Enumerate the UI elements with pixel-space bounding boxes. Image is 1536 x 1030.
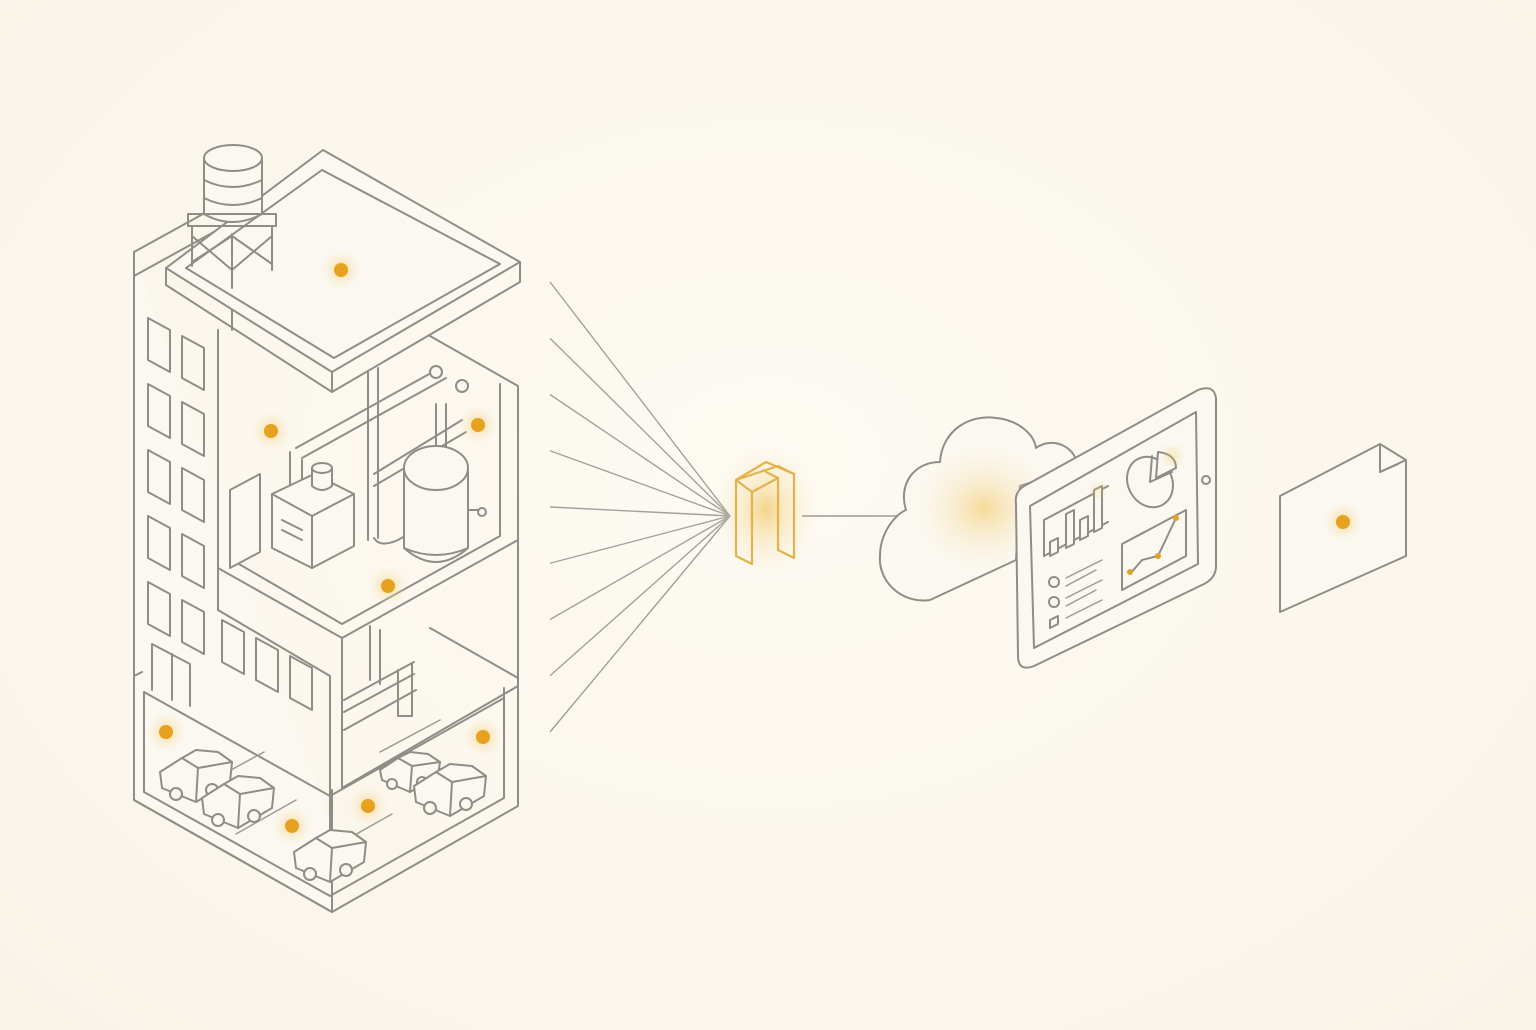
sensor-dot-icon [285,819,299,833]
sensor-connection-line [549,393,731,517]
mechanical-room [217,329,519,831]
sensor-connection-line [549,337,731,517]
sensor-dot-icon [471,418,485,432]
sensor-dot-icon [159,725,173,739]
sensor-dot-icon [264,424,278,438]
sensor-dot-icon [476,730,490,744]
sensor-connection-line [549,515,731,621]
dashboard-bar-chart [1043,485,1109,557]
sensor-connection-line [549,506,731,517]
sensor-dot-icon [1336,515,1350,529]
sensor-connection-line [549,515,731,564]
dashboard-pie-chart [1126,451,1177,509]
sensor-connection-line [549,515,731,677]
water-tower-icon [187,144,277,289]
tablet-dashboard-icon [1014,387,1217,669]
car-icon [201,775,275,829]
sensor-connection-lines [549,281,731,733]
car-icon [413,763,487,817]
car-icon [293,829,367,883]
sensor-connection-line [549,515,731,733]
sensor-connection-line [549,281,731,517]
building-windows [147,317,313,711]
car-icon [159,749,233,803]
gateway-device-icon [714,444,818,576]
dashboard-line-chart [1121,509,1187,591]
sensor-dot-icon [361,799,375,813]
sensor-dot-icon [334,263,348,277]
sensor-connection-line [549,450,731,517]
sensor-dot-icon [381,579,395,593]
sensor-dots [146,250,1363,846]
dashboard-list [1048,559,1103,629]
